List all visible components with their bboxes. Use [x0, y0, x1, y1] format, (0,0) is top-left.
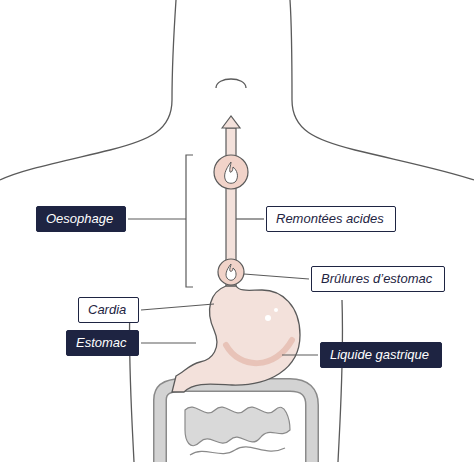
label-box-dark: Oesophage [36, 206, 126, 232]
label-text: Estomac [76, 335, 129, 351]
label-box: Remontées acides [266, 206, 396, 232]
label-box-dark: Liquide gastrique [320, 342, 442, 368]
bracket [186, 155, 193, 287]
leader-lines [128, 155, 318, 355]
label-box: Brûlures d’estomac [311, 266, 445, 292]
label-text: Liquide gastrique [330, 347, 432, 363]
label-box: Cardia [78, 297, 139, 323]
burning-circles [214, 155, 248, 285]
label-text: Remontées acides [276, 211, 386, 227]
label-text: Oesophage [46, 211, 116, 227]
stomach [172, 286, 300, 392]
label-text: Brûlures d’estomac [321, 271, 435, 287]
intestine [160, 385, 312, 462]
label-text: Cardia [88, 302, 129, 318]
label-box-dark: Estomac [66, 330, 139, 356]
